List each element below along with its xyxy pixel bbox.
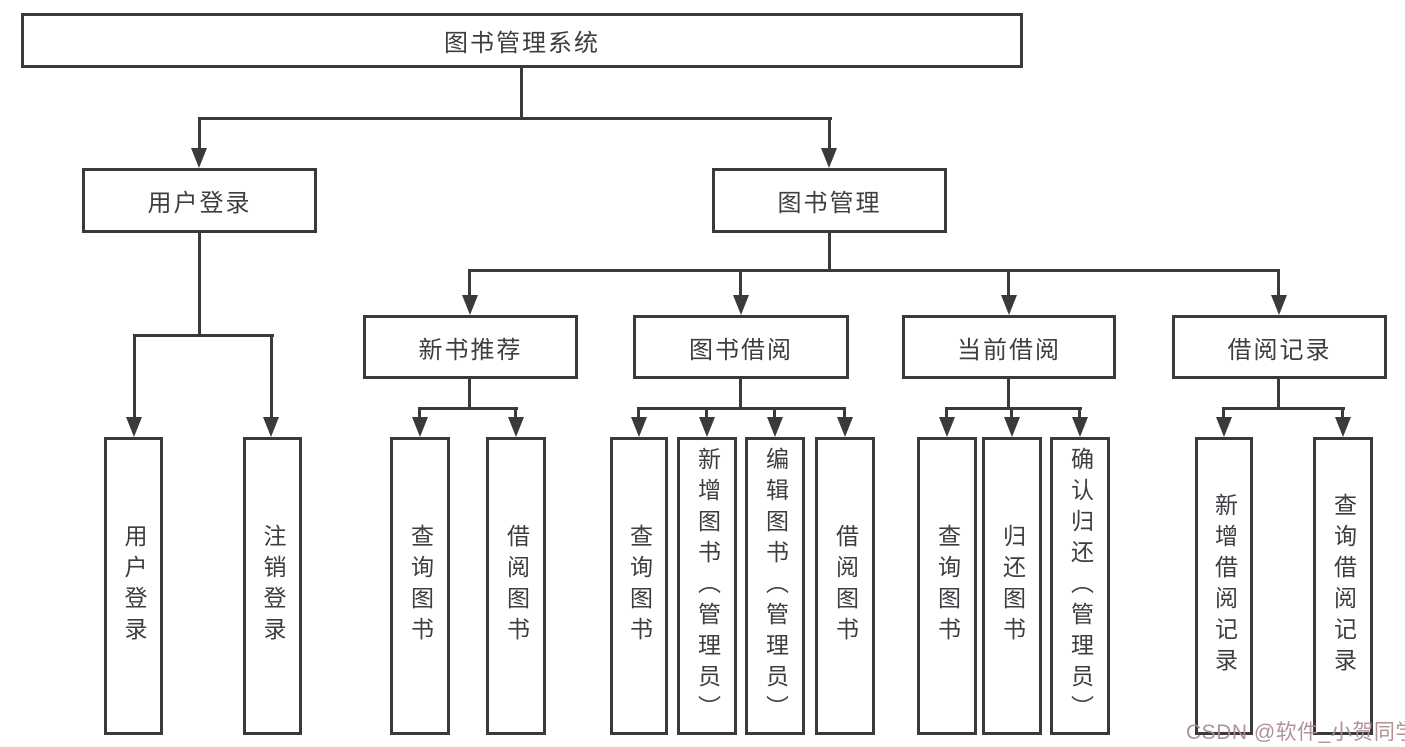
connector-user-subtree-stem <box>198 233 201 336</box>
connector-current-down <box>1007 379 1010 410</box>
connector-borrow-splitter <box>637 407 845 410</box>
node-label: 图书借阅 <box>689 336 793 364</box>
connector-current-leaf1 <box>945 407 948 419</box>
leaf-label: 新增图书（管理员） <box>694 446 721 726</box>
arrow-to-leaf-user-login <box>126 417 142 437</box>
connector-newbook-down <box>468 379 471 410</box>
node-library-management-system: 图书管理系统 <box>21 13 1023 68</box>
leaf-borrow-query: 查询图书 <box>610 437 668 735</box>
connector-borrow-down <box>739 379 742 410</box>
connector-book-borrow-stem <box>739 269 742 297</box>
arrow-to-records-query <box>1335 417 1351 437</box>
leaf-label: 查询图书 <box>934 524 961 648</box>
connector-leaf-logout-stem <box>270 334 273 419</box>
connector-current-leaf2 <box>1010 407 1013 419</box>
leaf-label: 归还图书 <box>999 524 1026 648</box>
connector-newbook-splitter <box>418 407 518 410</box>
arrow-to-borrow-edit <box>767 417 783 437</box>
leaf-logout: 注销登录 <box>243 437 302 735</box>
arrow-to-borrow-borrow <box>837 417 853 437</box>
connector-records-splitter <box>1222 407 1345 410</box>
connector-new-book-stem <box>468 269 471 297</box>
node-borrow-records: 借阅记录 <box>1172 315 1387 379</box>
leaf-label: 用户登录 <box>121 524 147 648</box>
leaf-label: 借阅图书 <box>503 524 530 648</box>
connector-user-login-stem <box>198 117 201 150</box>
leaf-label: 编辑图书（管理员） <box>762 446 789 726</box>
arrow-to-borrow-add <box>699 417 715 437</box>
leaf-newbook-borrow: 借阅图书 <box>486 437 546 735</box>
connector-borrow-leaf2 <box>705 407 708 419</box>
arrow-to-records-add <box>1216 417 1232 437</box>
connector-current-splitter <box>945 407 1082 410</box>
connector-level2-splitter <box>198 117 832 120</box>
node-label: 图书管理系统 <box>444 30 600 57</box>
leaf-label: 查询图书 <box>407 524 434 648</box>
arrow-to-borrow-records <box>1271 295 1287 315</box>
arrow-to-newbook-borrow <box>508 417 524 437</box>
leaf-newbook-query: 查询图书 <box>390 437 450 735</box>
leaf-current-query: 查询图书 <box>917 437 977 735</box>
leaf-records-query: 查询借阅记录 <box>1313 437 1373 735</box>
node-label: 借阅记录 <box>1227 336 1332 364</box>
leaf-label: 查询借阅记录 <box>1330 493 1357 679</box>
node-book-borrow: 图书借阅 <box>633 315 849 379</box>
leaf-user-login: 用户登录 <box>104 437 163 735</box>
node-user-login: 用户登录 <box>82 168 317 233</box>
arrow-to-current-return <box>1004 417 1020 437</box>
node-current-borrow: 当前借阅 <box>902 315 1116 379</box>
leaf-label: 借阅图书 <box>832 524 859 648</box>
node-label: 当前借阅 <box>957 336 1061 364</box>
leaf-current-confirm-admin: 确认归还（管理员） <box>1050 437 1110 735</box>
connector-current-borrow-stem <box>1007 269 1010 297</box>
leaf-label: 新增借阅记录 <box>1211 493 1238 679</box>
arrow-to-current-confirm <box>1072 417 1088 437</box>
connector-borrow-records-stem <box>1277 269 1280 297</box>
connector-records-leaf1 <box>1222 407 1225 419</box>
arrow-to-leaf-logout <box>263 417 279 437</box>
connector-book-mgmt-down <box>828 233 831 271</box>
arrow-to-borrow-query <box>631 417 647 437</box>
connector-records-down <box>1277 379 1280 410</box>
connector-newbook-leaf2 <box>514 407 517 419</box>
leaf-label: 确认归还（管理员） <box>1067 446 1094 726</box>
node-label: 用户登录 <box>147 190 252 217</box>
connector-user-subtree-splitter <box>133 334 274 337</box>
leaf-label: 注销登录 <box>260 524 286 648</box>
arrow-to-newbook-query <box>412 417 428 437</box>
connector-root-stem <box>520 66 523 119</box>
connector-borrow-leaf1 <box>637 407 640 419</box>
arrow-to-user-login <box>191 148 207 168</box>
node-label: 新书推荐 <box>418 336 523 364</box>
arrow-to-book-borrow <box>733 295 749 315</box>
connector-borrow-leaf4 <box>843 407 846 419</box>
leaf-borrow-add-admin: 新增图书（管理员） <box>677 437 737 735</box>
arrow-to-current-query <box>939 417 955 437</box>
leaf-current-return: 归还图书 <box>982 437 1042 735</box>
connector-records-leaf2 <box>1341 407 1344 419</box>
leaf-records-add: 新增借阅记录 <box>1195 437 1253 735</box>
leaf-borrow-borrow: 借阅图书 <box>815 437 875 735</box>
connector-leaf-user-login-stem <box>133 334 136 419</box>
connector-level3-splitter <box>468 269 1280 272</box>
arrow-to-current-borrow <box>1001 295 1017 315</box>
node-new-book-recommend: 新书推荐 <box>363 315 578 379</box>
connector-current-leaf3 <box>1078 407 1081 419</box>
arrow-to-book-mgmt <box>821 148 837 168</box>
connector-book-mgmt-stem <box>828 117 831 150</box>
leaf-label: 查询图书 <box>626 524 653 648</box>
leaf-borrow-edit-admin: 编辑图书（管理员） <box>745 437 805 735</box>
node-label: 图书管理 <box>777 190 882 217</box>
arrow-to-new-book <box>462 295 478 315</box>
node-book-management: 图书管理 <box>712 168 947 233</box>
csdn-watermark: CSDN @软件_小贺同学 <box>1186 721 1405 744</box>
connector-newbook-leaf1 <box>418 407 421 419</box>
connector-borrow-leaf3 <box>773 407 776 419</box>
